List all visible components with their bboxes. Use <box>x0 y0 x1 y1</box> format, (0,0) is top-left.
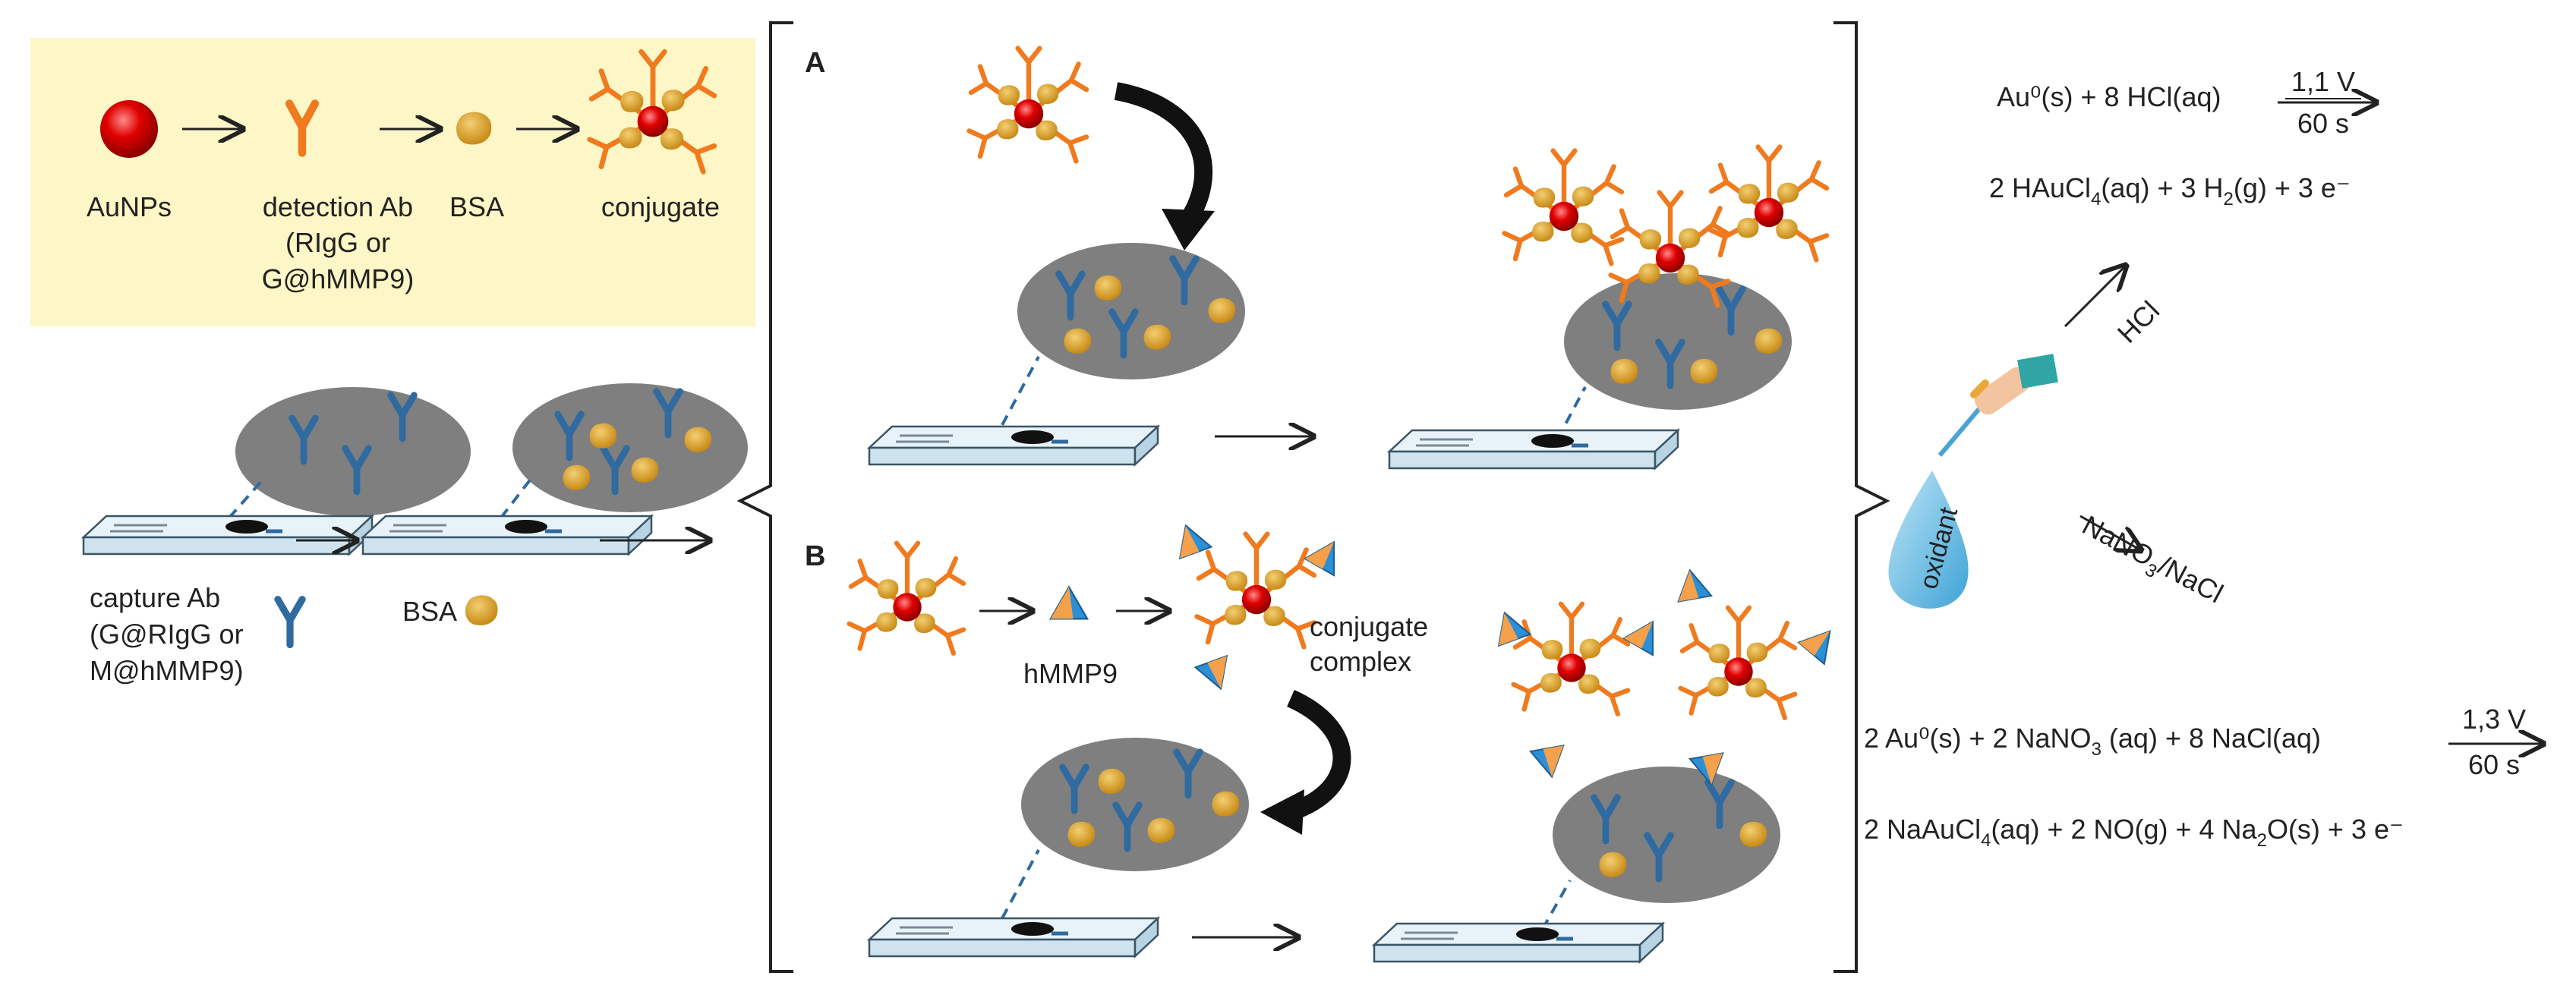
left-brace <box>736 21 793 973</box>
oxidant-drop-icon <box>1888 471 1969 609</box>
panel-a-label: A <box>805 47 825 79</box>
bsa-label: BSA <box>449 191 504 222</box>
eq1-arrow-bottom: 60 s <box>2297 108 2349 139</box>
panel-b-electrode-zoom <box>1021 738 1249 871</box>
conjugate-complex-label-2: complex <box>1310 646 1411 677</box>
capture-electrode-zoom-2 <box>512 383 748 512</box>
panel-a-electrode-zoom <box>1017 243 1245 379</box>
zoom-line <box>500 477 533 519</box>
auNPs-label: AuNPs <box>87 191 172 222</box>
zoom-line <box>1547 386 1587 456</box>
conjugate-icon <box>850 543 964 653</box>
nano3-arrow <box>2079 515 2141 550</box>
capture-bsa-label: BSA <box>402 596 457 627</box>
detection-ab-sub2: G@hMMP9) <box>262 263 415 294</box>
eq2-rhs: 2 NaAuCl4(aq) + 2 NO(g) + 4 Na2O(s) + 3 … <box>1864 814 2404 851</box>
eq1-lhs: Au⁰(s) + 8 HCl(aq) <box>1997 81 2221 112</box>
gold-nanoparticle-icon <box>100 100 158 158</box>
capture-electrode-zoom-1 <box>235 387 471 516</box>
eq2-arrow-top: 1,3 V <box>2462 704 2526 735</box>
hmmp9-antigen-icon <box>1049 586 1089 620</box>
conjugate-icon <box>970 49 1086 162</box>
capture-ab-label: capture Ab <box>90 582 220 613</box>
panel-b-result-zoom <box>1488 566 1844 903</box>
eq1-arrow-top: 1,1 V <box>2291 66 2355 97</box>
electrode-strip-a1 <box>869 427 1158 464</box>
bsa-blob-icon <box>456 112 492 145</box>
conjugate-preparation-panel <box>30 38 755 326</box>
conjugate-label: conjugate <box>601 191 720 222</box>
electrode-strip-b1 <box>869 918 1158 956</box>
eq1-rhs: 2 HAuCl4(aq) + 3 H2(g) + 3 e⁻ <box>1989 172 2351 209</box>
detection-ab-sub1: (RIgG or <box>285 227 390 258</box>
conjugate-complex-label-1: conjugate <box>1310 611 1428 642</box>
curved-arrow-head-icon <box>1260 789 1304 835</box>
eq2-arrow-bottom: 60 s <box>2468 749 2520 780</box>
pipette-hand-icon <box>1938 354 2058 457</box>
detection-ab-label: detection Ab <box>263 191 413 222</box>
panel-b-label: B <box>805 540 825 572</box>
nano3-nacl-label: NaNO3/NaCl <box>2074 509 2228 615</box>
capture-antibody-icon <box>278 600 302 645</box>
right-brace <box>1833 21 1890 973</box>
hcl-arrow <box>2064 266 2126 328</box>
electrode-strip-a2 <box>1389 430 1678 468</box>
electrode-strip-b2 <box>1374 924 1663 962</box>
curved-arrow-head-icon <box>1162 209 1215 250</box>
curved-arrow-icon <box>1286 690 1351 821</box>
hcl-label: HCl <box>2111 294 2165 348</box>
electrode-strip-2 <box>363 516 651 554</box>
zoom-line <box>1532 880 1572 946</box>
hmmp9-label: hMMP9 <box>1023 658 1118 689</box>
curved-arrow-icon <box>1114 82 1213 225</box>
bsa-blob-icon <box>465 595 498 625</box>
panel-a-result-zoom <box>1505 147 1827 410</box>
zoom-line <box>1001 356 1040 426</box>
eq2-lhs: 2 Au⁰(s) + 2 NaNO3 (aq) + 8 NaCl(aq) <box>1864 723 2321 760</box>
capture-ab-sub2: M@hMMP9) <box>90 655 244 686</box>
capture-ab-sub1: (G@RIgG or <box>90 619 244 650</box>
zoom-line <box>1001 849 1040 919</box>
zoom-line <box>228 477 266 519</box>
electrode-strip-1 <box>84 516 372 554</box>
